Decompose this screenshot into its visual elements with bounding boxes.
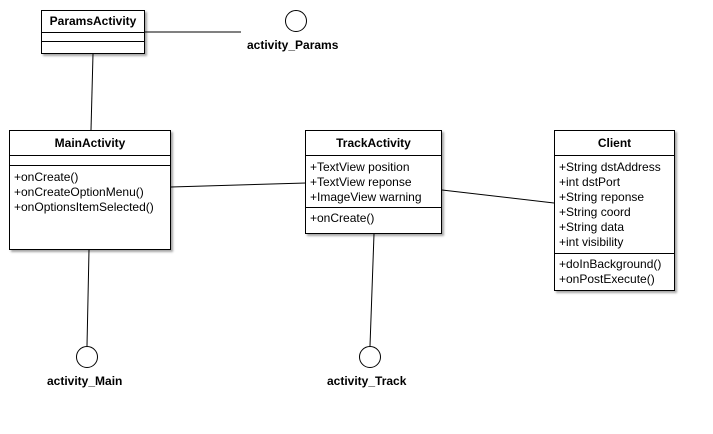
attribute-row: +String dstAddress <box>559 160 661 174</box>
interface-circle-track <box>359 346 381 368</box>
methods-section: +doInBackground() +onPostExecute() <box>555 254 674 289</box>
interface-circle-main <box>76 346 98 368</box>
params-to-main-line <box>90 53 94 131</box>
attribute-row: +TextView position <box>310 160 410 174</box>
attribute-row: +String reponse <box>559 190 645 204</box>
interface-label-track: activity_Track <box>327 374 407 388</box>
attribute-row: +TextView reponse <box>310 175 412 189</box>
interface-label-main: activity_Main <box>47 374 123 388</box>
class-track-activity[interactable]: TrackActivity +TextView position +TextVi… <box>305 130 442 234</box>
attributes-section <box>42 33 144 42</box>
class-client[interactable]: Client +String dstAddress +int dstPort +… <box>554 130 675 291</box>
attributes-section <box>10 156 170 166</box>
attribute-row: +int visibility <box>559 235 624 249</box>
methods-section <box>42 42 144 53</box>
attribute-row: +String coord <box>559 205 631 219</box>
main-to-track-line <box>170 182 307 188</box>
interface-circle-params <box>285 10 307 32</box>
attribute-row: +int dstPort <box>559 175 621 189</box>
method-row: +onCreate() <box>14 170 79 184</box>
method-row: +onCreate() <box>310 211 375 225</box>
attributes-section: +String dstAddress +int dstPort +String … <box>555 156 674 254</box>
class-main-activity[interactable]: MainActivity +onCreate() +onCreateOption… <box>9 130 171 250</box>
interface-label-params: activity_Params <box>247 38 339 52</box>
track-to-client-line <box>441 189 555 204</box>
class-name: Client <box>555 131 674 156</box>
method-row: +onOptionsItemSelected() <box>14 200 154 214</box>
attribute-row: +ImageView warning <box>310 190 422 204</box>
method-row: +doInBackground() <box>559 257 662 271</box>
attribute-row: +String data <box>559 220 625 234</box>
attributes-section: +TextView position +TextView reponse +Im… <box>306 156 441 208</box>
track-to-interface-line <box>369 233 375 347</box>
methods-section: +onCreate() +onCreateOptionMenu() +onOpt… <box>10 166 170 217</box>
method-row: +onCreateOptionMenu() <box>14 185 144 199</box>
class-params-activity[interactable]: ParamsActivity <box>41 10 145 54</box>
methods-section: +onCreate() <box>306 208 441 228</box>
main-to-interface-line <box>86 249 90 347</box>
method-row: +onPostExecute() <box>559 272 655 286</box>
class-name: MainActivity <box>10 131 170 156</box>
class-name: ParamsActivity <box>42 11 144 33</box>
class-name: TrackActivity <box>306 131 441 156</box>
